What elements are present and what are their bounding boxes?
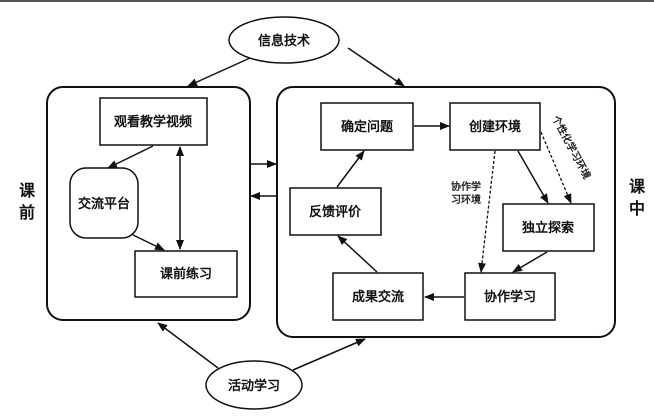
in-class-label-2: 中 [629,199,645,218]
info-tech-node: 信息技术 [228,16,340,64]
dashed-arrow-collab-env [478,150,496,273]
collab-env-label-2: 习环境 [451,193,481,206]
feedback-evaluation-node: 反馈评价 [289,187,382,236]
arrow-activity-to-preclass [157,322,219,369]
dashed-arrow-personal-env [540,131,572,204]
collaborative-learning-label: 协作学习 [484,289,536,305]
activity-learning-label: 活动学习 [228,378,280,394]
arrow-exploration-to-collab [512,251,548,273]
arrow-infotech-to-preclass [187,57,251,87]
result-exchange-label: 成果交流 [352,289,404,305]
activity-learning-node: 活动学习 [205,360,303,410]
collab-env-label-1: 协作学 [451,180,481,193]
define-problem-label: 确定问题 [341,119,394,135]
pre-exercise-node: 课前练习 [134,250,238,298]
independent-exploration-node: 独立探索 [502,203,595,252]
arrow-platform-to-exercise [132,234,165,251]
collaborative-learning-node: 协作学习 [464,272,556,321]
watch-video-node: 观看教学视频 [99,97,208,146]
watch-video-label: 观看教学视频 [114,114,192,130]
arrow-activity-to-inclass [292,338,366,371]
exchange-platform-node: 交流平台 [69,167,139,239]
top-border [0,0,654,2]
independent-exploration-label: 独立探索 [522,220,574,236]
pre-class-label-1: 课 [19,181,36,200]
arrow-video-to-platform [107,145,154,169]
arrow-feedback-to-problem [336,150,365,188]
result-exchange-node: 成果交流 [332,272,424,321]
create-environment-label: 创建环境 [468,119,521,135]
exchange-platform-label: 交流平台 [78,196,130,212]
personal-env-label: 个性化学习环境 [549,112,594,181]
pre-exercise-label: 课前练习 [160,266,212,282]
create-environment-node: 创建环境 [449,102,541,151]
pre-class-container [46,86,251,321]
arrow-infotech-to-inclass [347,47,405,87]
feedback-evaluation-label: 反馈评价 [309,204,362,220]
in-class-label-1: 课 [629,177,646,196]
info-tech-label: 信息技术 [258,33,310,49]
define-problem-node: 确定问题 [320,102,414,151]
arrow-result-to-feedback [337,235,378,273]
pre-class-label-2: 前 [19,203,35,222]
arrow-environment-to-exploration [517,150,549,204]
in-class-container [276,86,616,338]
